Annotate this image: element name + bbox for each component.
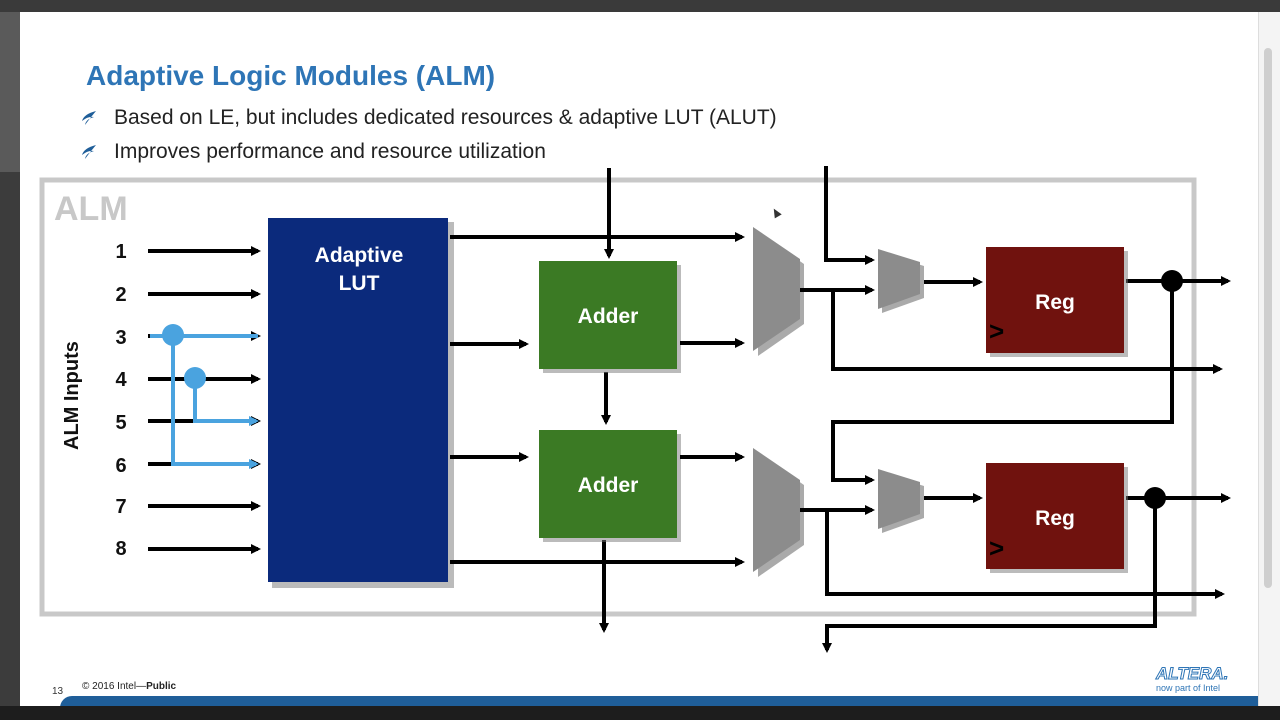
- mux-top: [753, 227, 800, 351]
- window-top-bar: [0, 0, 1280, 12]
- reg-bottom-label: Reg: [1035, 507, 1075, 530]
- input-number: 5: [115, 412, 126, 434]
- mux-bottom: [753, 448, 800, 572]
- reg-top-label: Reg: [1035, 291, 1075, 314]
- input-number: 8: [115, 538, 126, 560]
- reg-top-block: [986, 247, 1124, 353]
- adaptive-lut-label: LUT: [339, 272, 380, 295]
- wire-mux-top-bypass: [831, 290, 1223, 374]
- wire-reg-top-feedback: [831, 281, 1174, 485]
- window-bottom-bar: [0, 706, 1280, 720]
- small-mux-top: [878, 249, 920, 309]
- bullet-swoosh-icon: [82, 111, 96, 125]
- alm-inputs-label: ALM Inputs: [61, 341, 83, 450]
- bullet-item: Based on LE, but includes dedicated reso…: [80, 106, 777, 130]
- slide-title: Adaptive Logic Modules (ALM): [86, 60, 496, 91]
- footer-classification: Public: [146, 681, 177, 692]
- input-route-blue-3-to-6: [171, 336, 259, 469]
- bullet-item: Improves performance and resource utiliz…: [80, 140, 546, 164]
- bullet-text: Based on LE, but includes dedicated reso…: [114, 106, 777, 129]
- reg-top-clock-symbol: >: [989, 316, 1004, 346]
- adder-top-label: Adder: [578, 305, 639, 328]
- reg-bottom-block: [986, 463, 1124, 569]
- alm-frame: [39, 177, 1197, 617]
- input-number: 3: [115, 327, 126, 349]
- footer-copyright: © 2016 Intel—Public: [82, 681, 176, 692]
- wire-mux-bottom-bypass: [825, 510, 1225, 599]
- input-number: 2: [115, 284, 126, 306]
- adder-bottom-label: Adder: [578, 474, 639, 497]
- input-node-3: [162, 324, 184, 346]
- input-number: 6: [115, 455, 126, 477]
- adaptive-lut-block: [268, 218, 448, 582]
- bullet-swoosh-icon: [82, 145, 96, 159]
- alm-frame-label: ALM: [54, 190, 128, 228]
- bullet-text: Improves performance and resource utiliz…: [114, 140, 546, 163]
- footer-copyright-text: © 2016 Intel—: [82, 681, 147, 692]
- junction-dot-bottom: [1144, 487, 1166, 509]
- input-number: 1: [115, 241, 126, 263]
- wire-reg-bottom-out-down: [822, 498, 1157, 653]
- input-number: 7: [115, 496, 126, 518]
- scrollbar-thumb[interactable]: [1264, 48, 1272, 588]
- adder-bottom-block: [539, 430, 677, 538]
- input-route-blue-4-to-5: [193, 379, 259, 426]
- input-number: 4: [115, 369, 127, 391]
- reg-bottom-clock-symbol: >: [989, 533, 1004, 563]
- slide-page-number: 13: [52, 686, 64, 697]
- input-node-4: [184, 367, 206, 389]
- adder-top-block: [539, 261, 677, 369]
- altera-wordmark: ALTERA.: [1156, 664, 1229, 684]
- adaptive-lut-label: Adaptive: [315, 244, 404, 267]
- altera-logo: ALTERA. now part of Intel: [1156, 664, 1232, 694]
- junction-dot-top: [1161, 270, 1183, 292]
- wire-feedback-in-top: [824, 166, 875, 265]
- slide-footer-band: [60, 696, 1258, 708]
- small-mux-bottom: [878, 469, 920, 529]
- altera-tagline: now part of Intel: [1156, 683, 1221, 693]
